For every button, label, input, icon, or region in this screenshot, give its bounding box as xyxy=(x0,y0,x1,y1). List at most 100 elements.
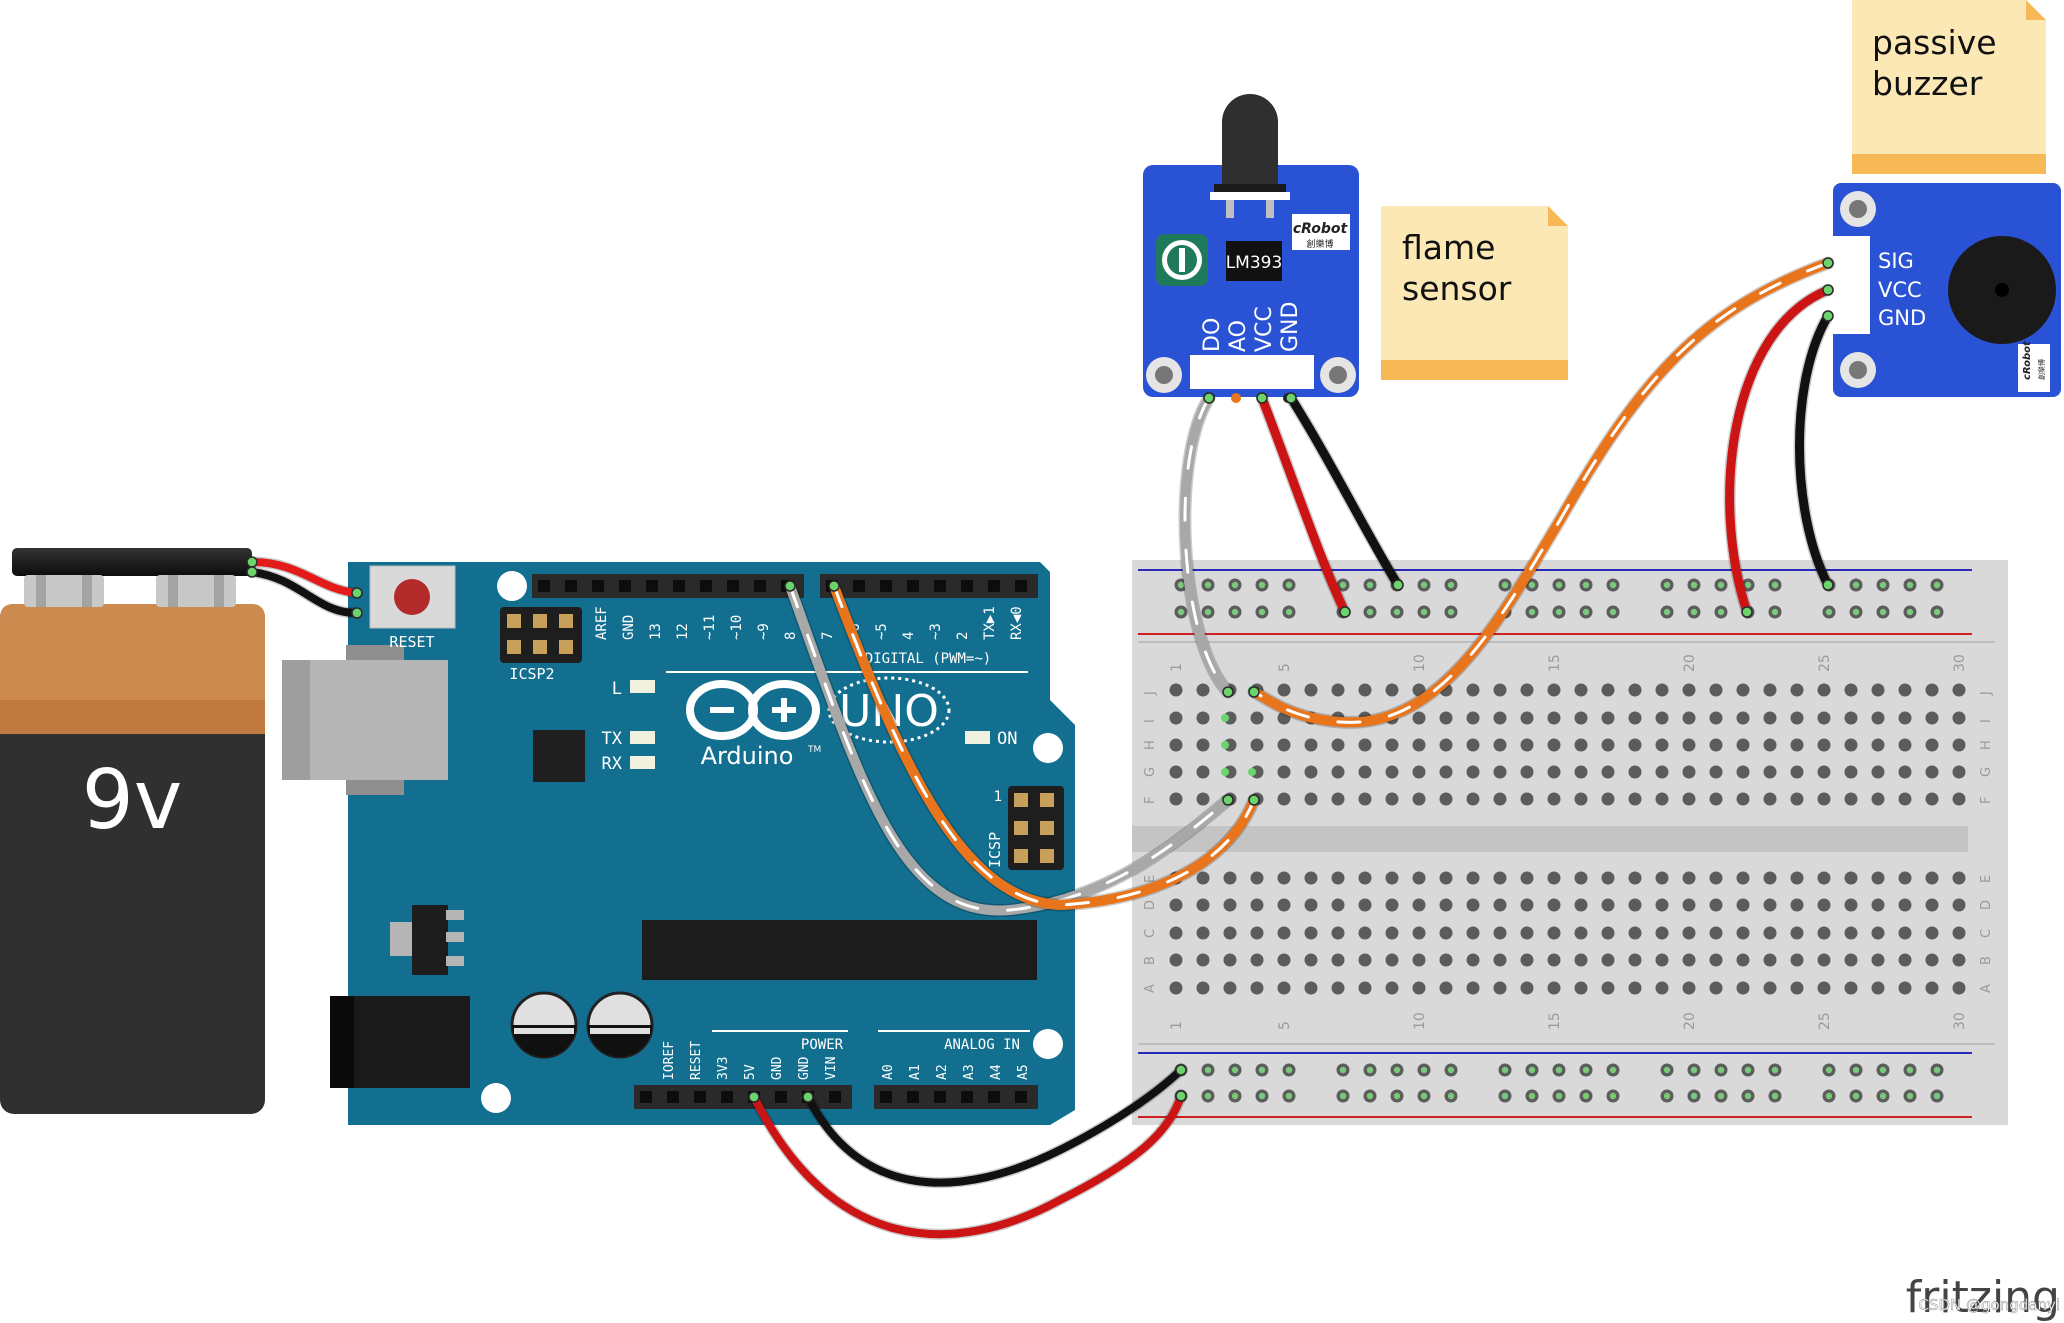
breadboard-hole[interactable] xyxy=(1493,711,1507,725)
breadboard-hole[interactable] xyxy=(1385,765,1399,779)
digital-header-left-socket[interactable] xyxy=(592,580,604,592)
breadboard-hole[interactable] xyxy=(1763,953,1777,967)
breadboard-hole[interactable] xyxy=(1304,792,1318,806)
breadboard-hole[interactable] xyxy=(1331,926,1345,940)
breadboard-hole[interactable] xyxy=(1304,898,1318,912)
breadboard-hole[interactable] xyxy=(1709,711,1723,725)
breadboard-hole[interactable] xyxy=(1790,981,1804,995)
wire-endpoint[interactable] xyxy=(1256,392,1268,404)
breadboard-hole[interactable] xyxy=(1493,738,1507,752)
digital-header-right-socket[interactable] xyxy=(907,580,919,592)
breadboard-hole[interactable] xyxy=(1817,738,1831,752)
breadboard-hole[interactable] xyxy=(1844,738,1858,752)
breadboard-hole[interactable] xyxy=(1439,871,1453,885)
breadboard-hole[interactable] xyxy=(1763,683,1777,697)
breadboard-hole[interactable] xyxy=(1655,711,1669,725)
breadboard-hole[interactable] xyxy=(1385,898,1399,912)
breadboard-hole[interactable] xyxy=(1736,871,1750,885)
wire-sig-to-breadboard[interactable] xyxy=(1247,256,1835,729)
analog-header-socket[interactable] xyxy=(907,1091,919,1103)
breadboard-hole[interactable] xyxy=(1223,898,1237,912)
breadboard-hole[interactable] xyxy=(1601,738,1615,752)
breadboard-hole[interactable] xyxy=(1790,926,1804,940)
breadboard-hole[interactable] xyxy=(1223,981,1237,995)
wire-5v-to-rail[interactable] xyxy=(748,1090,1187,1240)
breadboard-hole[interactable] xyxy=(1358,738,1372,752)
breadboard-hole[interactable] xyxy=(1709,765,1723,779)
breadboard-hole[interactable] xyxy=(1763,926,1777,940)
breadboard-hole[interactable] xyxy=(1871,711,1885,725)
breadboard-hole[interactable] xyxy=(1493,683,1507,697)
breadboard-hole[interactable] xyxy=(1952,953,1966,967)
breadboard-hole[interactable] xyxy=(1385,683,1399,697)
breadboard-hole[interactable] xyxy=(1817,898,1831,912)
breadboard-hole[interactable] xyxy=(1790,738,1804,752)
breadboard-hole[interactable] xyxy=(1844,711,1858,725)
breadboard-hole[interactable] xyxy=(1655,683,1669,697)
breadboard-hole[interactable] xyxy=(1250,871,1264,885)
wire-gnd-to-rail[interactable] xyxy=(802,1064,1187,1189)
breadboard-hole[interactable] xyxy=(1952,792,1966,806)
breadboard-hole[interactable] xyxy=(1358,953,1372,967)
breadboard-hole[interactable] xyxy=(1493,871,1507,885)
breadboard-hole[interactable] xyxy=(1277,738,1291,752)
breadboard-hole[interactable] xyxy=(1466,898,1480,912)
breadboard-hole[interactable] xyxy=(1844,765,1858,779)
breadboard-hole[interactable] xyxy=(1304,871,1318,885)
breadboard-hole[interactable] xyxy=(1736,738,1750,752)
breadboard-hole[interactable] xyxy=(1520,792,1534,806)
wire-do-to-breadboard[interactable] xyxy=(1178,391,1235,699)
breadboard-hole[interactable] xyxy=(1898,765,1912,779)
breadboard-hole[interactable] xyxy=(1574,738,1588,752)
breadboard-hole[interactable] xyxy=(1520,898,1534,912)
breadboard-hole[interactable] xyxy=(1520,738,1534,752)
breadboard-hole[interactable] xyxy=(1223,926,1237,940)
breadboard-hole[interactable] xyxy=(1898,792,1912,806)
breadboard-hole[interactable] xyxy=(1925,765,1939,779)
breadboard-hole[interactable] xyxy=(1736,926,1750,940)
breadboard-hole[interactable] xyxy=(1196,765,1210,779)
digital-header-left-socket[interactable] xyxy=(700,580,712,592)
digital-header-left-socket[interactable] xyxy=(646,580,658,592)
breadboard-hole[interactable] xyxy=(1223,953,1237,967)
breadboard-hole[interactable] xyxy=(1547,683,1561,697)
wire-buzzer-vcc[interactable] xyxy=(1723,284,1834,618)
wire-endpoint[interactable] xyxy=(802,1091,814,1103)
breadboard-hole[interactable] xyxy=(1169,981,1183,995)
breadboard-hole[interactable] xyxy=(1682,981,1696,995)
breadboard-hole[interactable] xyxy=(1736,792,1750,806)
breadboard-hole[interactable] xyxy=(1574,683,1588,697)
breadboard-hole[interactable] xyxy=(1196,926,1210,940)
wire-endpoint[interactable] xyxy=(1248,686,1260,698)
analog-header-socket[interactable] xyxy=(880,1091,892,1103)
breadboard-hole[interactable] xyxy=(1871,898,1885,912)
wire-endpoint[interactable] xyxy=(246,556,258,568)
breadboard-hole[interactable] xyxy=(1628,792,1642,806)
breadboard-hole[interactable] xyxy=(1574,871,1588,885)
breadboard-hole[interactable] xyxy=(1844,792,1858,806)
breadboard-hole[interactable] xyxy=(1277,871,1291,885)
breadboard-hole[interactable] xyxy=(1628,765,1642,779)
breadboard-hole[interactable] xyxy=(1763,898,1777,912)
breadboard-hole[interactable] xyxy=(1250,898,1264,912)
breadboard-hole[interactable] xyxy=(1304,953,1318,967)
breadboard-hole[interactable] xyxy=(1169,683,1183,697)
breadboard-hole[interactable] xyxy=(1601,898,1615,912)
breadboard-hole[interactable] xyxy=(1439,738,1453,752)
breadboard-hole[interactable] xyxy=(1331,683,1345,697)
breadboard-hole[interactable] xyxy=(1412,871,1426,885)
breadboard-hole[interactable] xyxy=(1331,738,1345,752)
breadboard-hole[interactable] xyxy=(1952,981,1966,995)
breadboard-hole[interactable] xyxy=(1439,953,1453,967)
breadboard-hole[interactable] xyxy=(1358,898,1372,912)
wire-endpoint[interactable] xyxy=(1822,284,1834,296)
breadboard-hole[interactable] xyxy=(1601,683,1615,697)
wire-endpoint[interactable] xyxy=(1222,686,1234,698)
breadboard-hole[interactable] xyxy=(1790,792,1804,806)
breadboard-hole[interactable] xyxy=(1250,981,1264,995)
breadboard-hole[interactable] xyxy=(1817,871,1831,885)
digital-header-right-socket[interactable] xyxy=(853,580,865,592)
breadboard-hole[interactable] xyxy=(1709,981,1723,995)
breadboard-hole[interactable] xyxy=(1331,792,1345,806)
flame-pin[interactable] xyxy=(1231,393,1241,403)
